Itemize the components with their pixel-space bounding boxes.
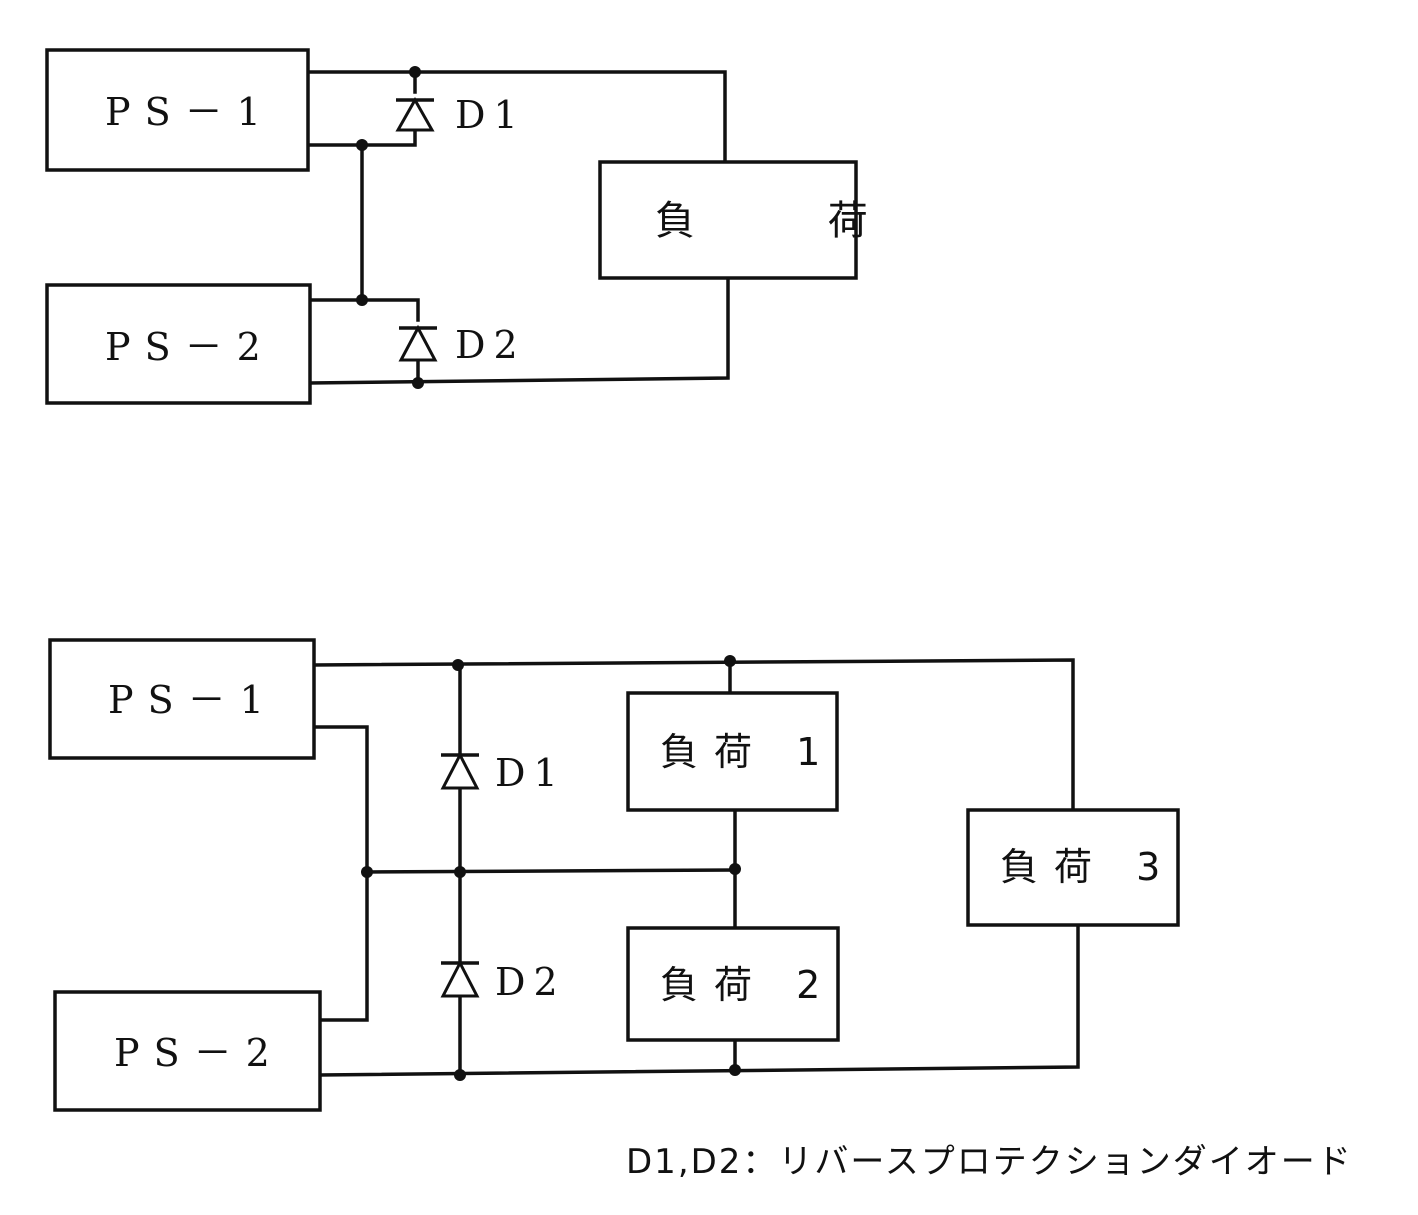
bottom-ps1-box xyxy=(48,638,316,760)
bottom-load2-label: 負荷 2 xyxy=(660,963,836,1007)
top-junction-dot xyxy=(412,377,424,389)
bottom-wire-ps1-return xyxy=(312,725,369,1022)
bottom-junction-dot xyxy=(454,866,466,878)
top-wire-negative xyxy=(308,276,730,385)
bottom-d2-label: D2 xyxy=(495,960,566,1004)
top-wire-ps1-return xyxy=(306,128,417,147)
top-junction-dot xyxy=(356,139,368,151)
bottom-ps2-label: PS－2 xyxy=(114,1031,284,1075)
bottom-load2-box xyxy=(626,926,840,1042)
bottom-load1-box xyxy=(626,691,839,812)
top-d1-label: D1 xyxy=(455,93,526,137)
top-load-box xyxy=(598,160,858,280)
bottom-load1-label: 負荷 1 xyxy=(660,730,836,774)
top-ps2-label: PS－2 xyxy=(105,325,275,369)
top-wire-positive xyxy=(306,70,727,164)
bottom-wire-negative xyxy=(318,923,1080,1077)
bottom-junction-dot xyxy=(724,655,736,667)
bottom-junction-dot xyxy=(729,1064,741,1076)
bottom-diode-d2 xyxy=(440,959,480,998)
top-diode-d1 xyxy=(395,96,435,132)
bottom-load3-label: 負荷 3 xyxy=(1000,845,1176,889)
top-diagram: PS－1 PS－2 D1 D2 負 荷 xyxy=(45,48,928,405)
bottom-junction-dot xyxy=(454,1069,466,1081)
top-wire-ps2-upper xyxy=(308,298,420,322)
bottom-diagram: PS－1 PS－2 D1 D2 負荷 1 負荷 2 負荷 3 xyxy=(48,638,1180,1112)
bottom-ps2-box xyxy=(53,990,322,1112)
top-load-label: 負 荷 xyxy=(655,198,928,244)
bottom-diode-d1 xyxy=(440,751,480,790)
diode-caption: D1,D2：リバースプロテクションダイオード xyxy=(626,1142,1353,1182)
top-junction-dot xyxy=(356,294,368,306)
top-ps1-label: PS－1 xyxy=(105,90,275,134)
top-ps1-box xyxy=(45,48,310,172)
bottom-load3-box xyxy=(966,808,1180,927)
bottom-ps1-label: PS－1 xyxy=(108,678,278,722)
top-junction-dot xyxy=(409,66,421,78)
bottom-junction-dot xyxy=(452,659,464,671)
bottom-d1-label: D1 xyxy=(495,751,566,795)
top-ps2-box xyxy=(45,283,312,405)
bottom-wire-positive xyxy=(312,658,1075,812)
bottom-wire-middle xyxy=(365,868,737,874)
top-diode-d2 xyxy=(398,324,438,362)
bottom-junction-dot xyxy=(729,863,741,875)
top-d2-label: D2 xyxy=(455,323,526,367)
bottom-junction-dot xyxy=(361,866,373,878)
